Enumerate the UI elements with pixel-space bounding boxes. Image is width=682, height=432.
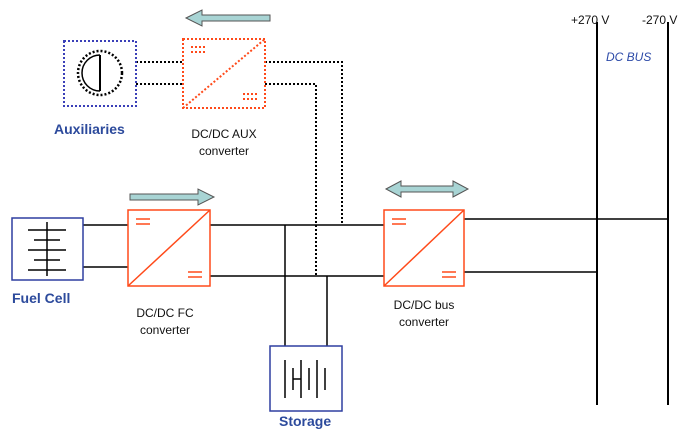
aux-converter-label: DC/DC AUX converter [164, 126, 284, 160]
negative-voltage-label: -270 V [642, 13, 678, 27]
aux-converter-icon [182, 38, 266, 109]
fuel-cell-label: Fuel Cell [12, 290, 71, 306]
bus-converter-label-line2: converter [398, 315, 450, 329]
bus-converter-label-line1: DC/DC bus [393, 298, 455, 312]
fc-flow-arrow [129, 188, 216, 206]
fc-converter-icon [127, 209, 211, 287]
bus-converter-label: DC/DC bus converter [364, 297, 484, 331]
aux-converter-label-line2: converter [198, 144, 250, 158]
positive-voltage-label: +270 V [571, 13, 610, 27]
bus-bidirectional-arrow [384, 180, 470, 198]
dc-bus-label: DC BUS [606, 50, 652, 64]
bus-converter-icon [383, 209, 465, 287]
aux-converter-label-line1: DC/DC AUX [191, 127, 257, 141]
fan-icon [63, 40, 137, 107]
auxiliaries-label: Auxiliaries [54, 121, 125, 137]
storage-label: Storage [279, 413, 332, 429]
aux-flow-arrow [184, 9, 271, 27]
battery-icon [269, 345, 343, 412]
fc-converter-label-line1: DC/DC FC [136, 306, 194, 320]
fc-converter-label-line2: converter [139, 323, 191, 337]
fc-converter-label: DC/DC FC converter [105, 305, 225, 339]
fuel-cell-icon [11, 217, 84, 281]
